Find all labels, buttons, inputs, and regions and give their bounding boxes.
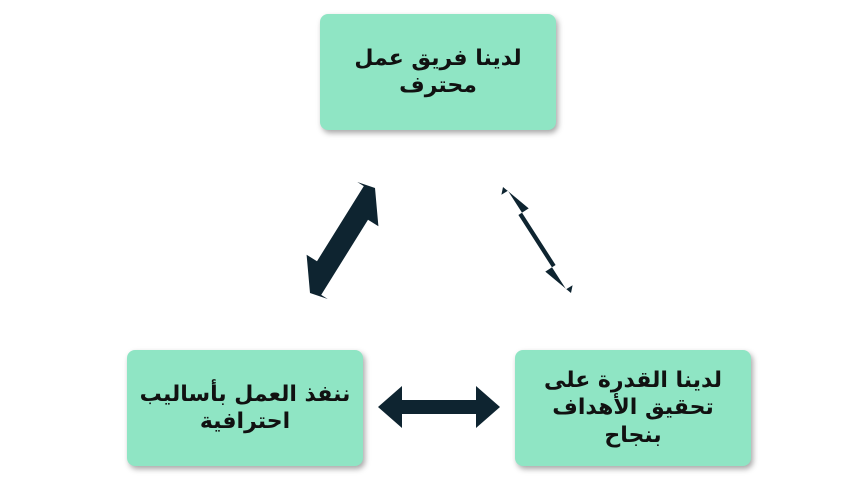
box-top-line-1: لدينا فريق عمل bbox=[354, 45, 522, 71]
box-right-line-2: تحقيق الأهداف بنجاح bbox=[552, 395, 714, 448]
box-top-professional-team: لدينا فريق عمل محترف bbox=[320, 14, 556, 130]
double-arrow-bottom bbox=[378, 386, 500, 428]
box-top-line-2: محترف bbox=[399, 73, 477, 98]
double-arrow-top-left bbox=[306, 182, 379, 299]
box-right-achieve-goals: لدينا القدرة على تحقيق الأهداف بنجاح bbox=[515, 350, 751, 466]
box-left-professional-methods: ننفذ العمل بأساليب احترافية bbox=[127, 350, 363, 466]
double-arrow-top-right bbox=[501, 187, 573, 293]
box-left-line-2: احترافية bbox=[199, 409, 291, 434]
box-left-line-1: ننفذ العمل بأساليب bbox=[139, 381, 351, 407]
box-right-line-1: لدينا القدرة على bbox=[543, 367, 723, 393]
